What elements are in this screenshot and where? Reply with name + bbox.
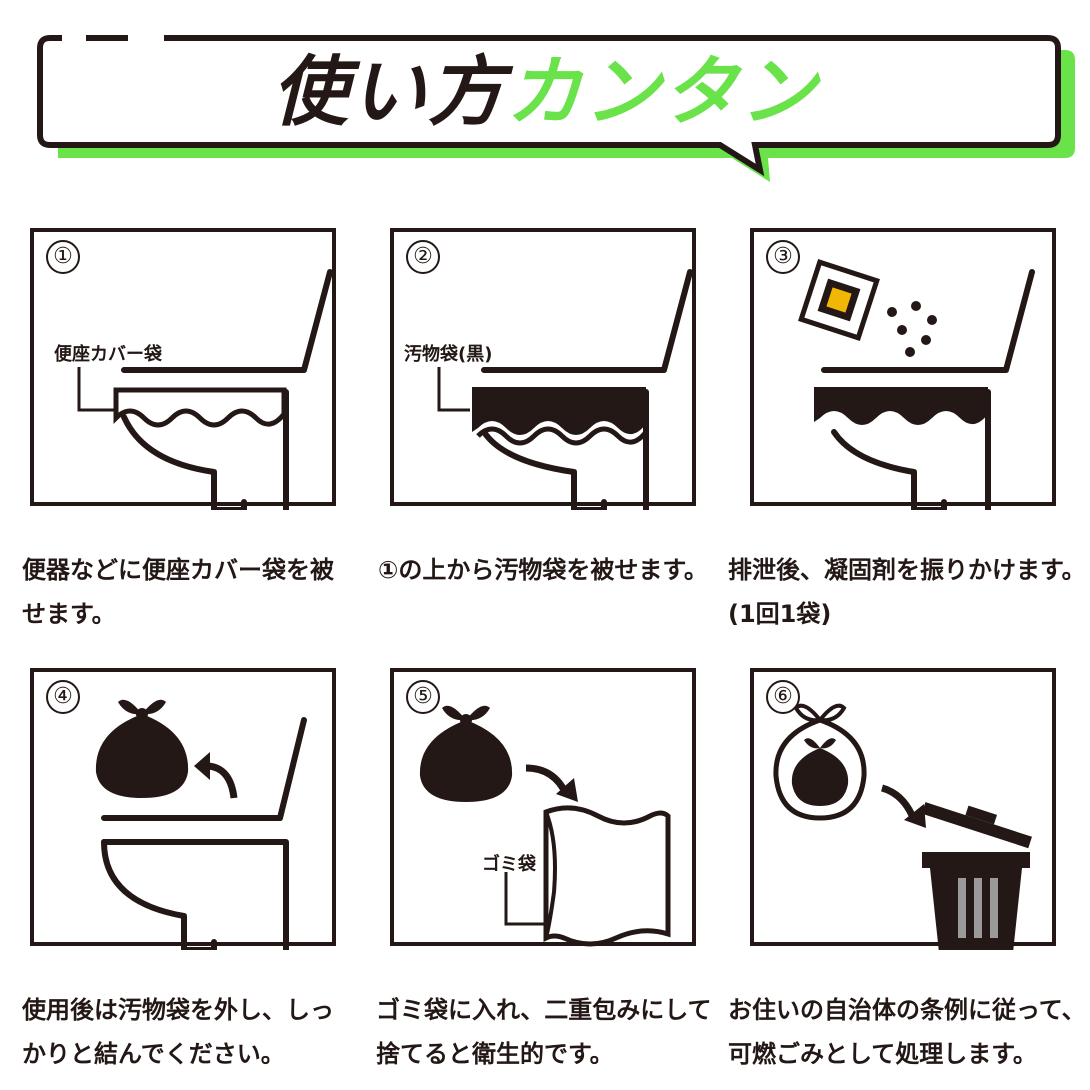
step-2-panel: ② 汚物袋(黒) bbox=[390, 228, 696, 510]
title-main: 使い方 bbox=[272, 47, 506, 136]
page-title: 使い方カンタン bbox=[0, 42, 1090, 142]
speech-bubble-frame bbox=[37, 32, 1075, 182]
remove-bag-icon bbox=[95, 699, 307, 950]
step-number: ⑤ bbox=[406, 680, 440, 714]
toilet-with-coagulant-icon bbox=[798, 259, 1035, 510]
step-number: ② bbox=[406, 240, 440, 274]
garbage-bag-label: ゴミ袋 bbox=[482, 854, 536, 875]
step-number: ③ bbox=[766, 240, 800, 274]
double-bag-icon bbox=[419, 705, 671, 947]
step-4-panel: ④ bbox=[30, 668, 336, 950]
step-5-caption: ゴミ袋に入れ、二重包みにして 捨てると衛生的です。 bbox=[376, 996, 712, 1068]
waste-bag-label: 汚物袋(黒) bbox=[404, 344, 493, 365]
seat-cover-bag-label: 便座カバー袋 bbox=[54, 344, 162, 365]
step-1-panel: ① 便座カバー袋 bbox=[30, 228, 336, 510]
coagulant-packet-icon bbox=[798, 259, 880, 341]
step-3-panel: ③ bbox=[750, 228, 1056, 510]
title-accent: カンタン bbox=[506, 47, 818, 136]
toilet-icon bbox=[437, 269, 693, 510]
step-2-caption: ①の上から汚物袋を被せます。 bbox=[378, 556, 708, 584]
step-1-caption: 便器などに便座カバー袋を被 せます。 bbox=[22, 556, 334, 628]
step-number: ⑥ bbox=[766, 680, 800, 714]
step-6-panel: ⑥ bbox=[750, 668, 1056, 950]
powder-particles bbox=[887, 301, 937, 357]
tied-bag-icon bbox=[419, 705, 513, 802]
step-5-panel: ⑤ ゴミ袋 bbox=[390, 668, 696, 947]
step-number: ① bbox=[46, 240, 80, 274]
toilet-icon bbox=[77, 269, 333, 510]
tied-bag-icon bbox=[95, 699, 189, 798]
step-number: ④ bbox=[46, 680, 80, 714]
step-3-caption: 排泄後、凝固剤を振りかけます。 (1回1袋) bbox=[728, 556, 1086, 628]
step-6-caption: お住いの自治体の条例に従って、 可燃ごみとして処理します。 bbox=[728, 996, 1086, 1068]
title-banner: 使い方カンタン bbox=[0, 0, 1090, 200]
step-4-caption: 使用後は汚物袋を外し、しっ かりと結んでください。 bbox=[22, 996, 334, 1068]
trash-can-icon bbox=[773, 703, 1032, 950]
